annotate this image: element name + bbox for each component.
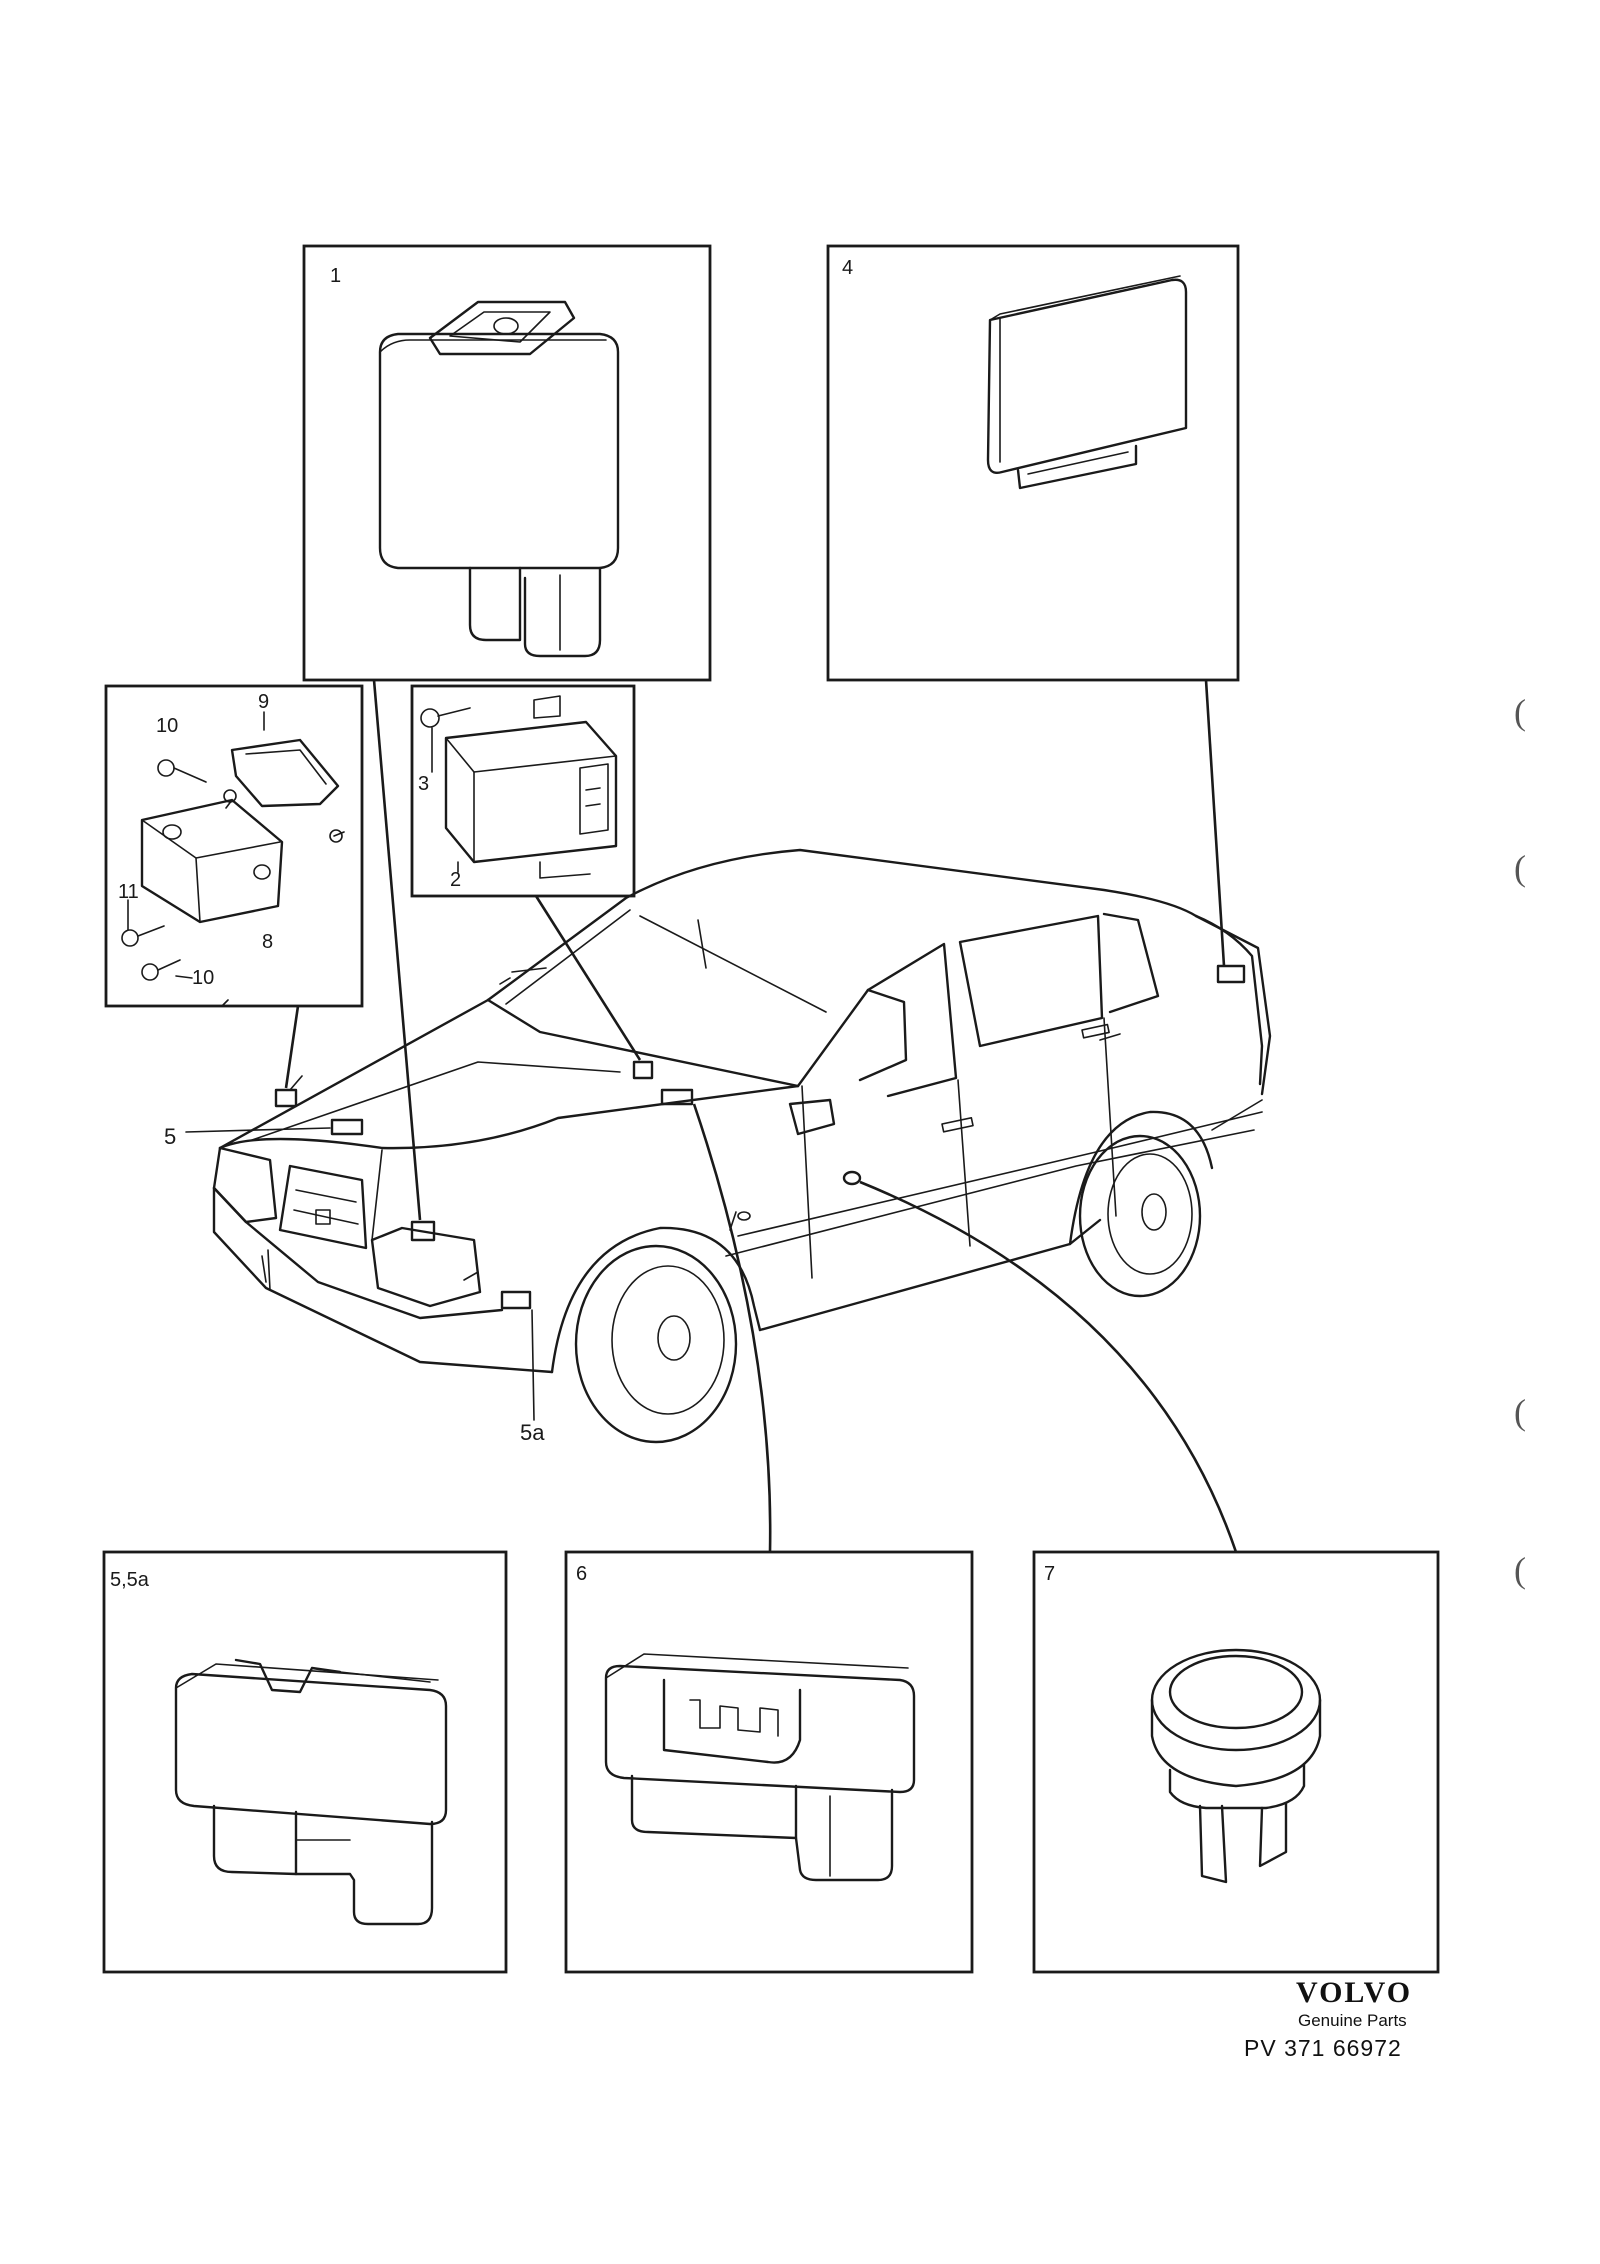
margin-mark-4: ( xyxy=(1514,1550,1526,1590)
leader-lines xyxy=(185,679,1238,1553)
marker-5a xyxy=(500,1290,532,1310)
margin-mark-1: ( xyxy=(1514,692,1526,732)
control-module-drawing xyxy=(420,695,618,879)
footer: VOLVO Genuine Parts PV 371 66972 xyxy=(1244,1976,1412,2061)
panel-7: 7 xyxy=(1032,1550,1440,1974)
leader-panel-module xyxy=(534,895,642,1061)
leader-panel-1 xyxy=(372,679,422,1221)
panel-6-frame xyxy=(564,1550,974,1974)
margin-mark-2: ( xyxy=(1514,848,1526,888)
callout-5: 5 xyxy=(164,1124,176,1149)
marker-5 xyxy=(330,1118,364,1136)
panel-bracket-frame xyxy=(104,684,364,1008)
label-10-top: 10 xyxy=(156,715,178,737)
marker-bracket-unit xyxy=(274,1088,298,1108)
label-10-bottom: 10 xyxy=(192,967,214,989)
panel-1-frame xyxy=(302,244,712,682)
bracket-drawing xyxy=(121,711,345,981)
brand-subtitle: Genuine Parts xyxy=(1298,2011,1407,2030)
callout-5a: 5a xyxy=(520,1420,545,1445)
marker-2 xyxy=(632,1060,654,1080)
switch-7-drawing xyxy=(1150,1648,1322,1884)
label-8: 8 xyxy=(262,931,273,953)
panel-1: 1 xyxy=(302,244,712,682)
part-code: PV 371 66972 xyxy=(1244,2035,1402,2061)
car-drawing xyxy=(212,848,1272,1444)
leader-callout-5 xyxy=(185,1127,331,1133)
margin-mark-3: ( xyxy=(1514,1392,1526,1432)
leader-panel-4 xyxy=(1204,679,1226,967)
module-4-drawing xyxy=(986,275,1188,490)
leader-panel-6 xyxy=(692,1103,772,1553)
label-2: 2 xyxy=(450,869,461,891)
leader-panel-bracket xyxy=(284,1005,300,1089)
label-3: 3 xyxy=(418,773,429,795)
panel-5-5a-label: 5,5a xyxy=(110,1569,150,1591)
marker-7 xyxy=(842,1170,862,1186)
panel-bracket: 9 10 11 8 10 xyxy=(104,684,364,1008)
panel-4: 4 xyxy=(826,244,1240,682)
relay-6-drawing xyxy=(604,1653,916,1882)
panel-5-5a: 5,5a xyxy=(102,1550,508,1974)
marker-4 xyxy=(1216,964,1246,984)
leader-callout-5a xyxy=(531,1309,535,1421)
panel-7-label: 7 xyxy=(1044,1563,1055,1585)
panel-7-frame xyxy=(1032,1550,1440,1974)
marker-6 xyxy=(660,1088,694,1106)
leader-panel-7 xyxy=(859,1180,1238,1553)
panel-4-frame xyxy=(826,244,1240,682)
panel-1-label: 1 xyxy=(330,265,341,287)
panel-module: 3 2 xyxy=(410,684,636,898)
panel-4-label: 4 xyxy=(842,257,853,279)
panel-6-label: 6 xyxy=(576,1563,587,1585)
panel-module-frame xyxy=(410,684,636,898)
panel-5-5a-frame xyxy=(102,1550,508,1974)
marker-1 xyxy=(410,1220,436,1242)
panel-6: 6 xyxy=(564,1550,974,1974)
label-9: 9 xyxy=(258,691,269,713)
brand-logo: VOLVO xyxy=(1296,1976,1412,2009)
relay-1-drawing xyxy=(378,300,620,658)
relay-5-drawing xyxy=(174,1658,448,1926)
label-11: 11 xyxy=(118,881,139,903)
